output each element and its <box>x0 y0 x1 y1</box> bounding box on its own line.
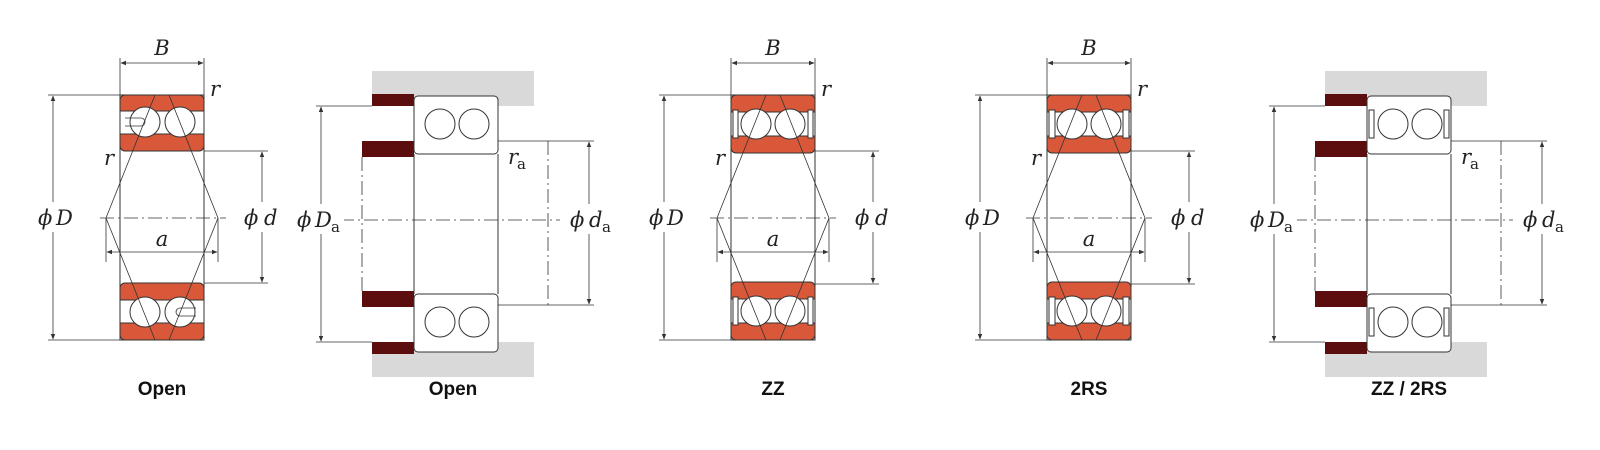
label-B: B <box>153 36 169 60</box>
label-D: D <box>666 206 684 230</box>
figure-open-bearing: B r r ϕ D ϕ d a Open <box>36 36 280 400</box>
phi-d: ϕ <box>244 206 258 230</box>
figure-zz: B r r ϕ D ϕ d a ZZ <box>647 36 891 400</box>
label-Da-sub: a <box>1284 218 1293 236</box>
label-da: d <box>1542 208 1555 232</box>
caption-open-2: Open <box>429 379 478 400</box>
label-da: d <box>589 208 602 232</box>
phi-d: ϕ <box>855 206 869 230</box>
figure-zz-2rs-mounting: ϕ D a r a ϕ d a ZZ / 2RS <box>1249 71 1569 400</box>
ball-bottom-left <box>129 296 161 328</box>
figure-2rs: B r r ϕ D ϕ d a 2RS <box>963 36 1207 400</box>
label-Da-sub: a <box>331 218 340 236</box>
label-B: B <box>764 36 780 60</box>
label-ra-sub: a <box>517 155 526 173</box>
label-ra: r <box>1461 145 1473 169</box>
shoulder-top-inner <box>362 141 414 157</box>
caption-zz-2rs: ZZ / 2RS <box>1371 379 1447 400</box>
label-r-left: r <box>104 146 116 170</box>
label-r-left: r <box>1031 146 1043 170</box>
label-d: d <box>264 206 277 230</box>
shoulder-bottom-outer <box>372 342 414 354</box>
label-Da: D <box>314 208 332 232</box>
shield-right-top <box>807 109 814 139</box>
phi-Da: ϕ <box>1250 208 1264 232</box>
label-D: D <box>55 206 73 230</box>
cage-bottom <box>175 307 196 317</box>
phi-D: ϕ <box>649 206 663 230</box>
shoulder-top-outer <box>372 94 414 106</box>
label-r-left: r <box>715 146 727 170</box>
phi-d: ϕ <box>1171 206 1185 230</box>
label-Da: D <box>1267 208 1285 232</box>
label-ra-sub: a <box>1470 155 1479 173</box>
caption-2rs: 2RS <box>1071 379 1108 400</box>
label-ra: r <box>508 145 520 169</box>
phi-da: ϕ <box>1523 208 1537 232</box>
phi-Da: ϕ <box>297 208 311 232</box>
seal-left-top <box>1048 109 1056 139</box>
shield-left-top <box>732 109 739 139</box>
label-r-top: r <box>821 77 833 101</box>
label-r-top: r <box>1137 77 1149 101</box>
figure-open-mounting: ϕ D a r a ϕ d a Open <box>296 71 616 400</box>
label-a: a <box>767 227 780 251</box>
label-da-sub: a <box>602 218 611 236</box>
label-da-sub: a <box>1555 218 1564 236</box>
phi-D: ϕ <box>965 206 979 230</box>
contact-lines <box>105 94 219 341</box>
phi-D: ϕ <box>38 206 52 230</box>
label-a: a <box>156 227 169 251</box>
label-B: B <box>1080 36 1096 60</box>
label-d: d <box>875 206 888 230</box>
label-D: D <box>982 206 1000 230</box>
phi-da: ϕ <box>570 208 584 232</box>
label-d: d <box>1191 206 1204 230</box>
caption-zz: ZZ <box>761 379 785 400</box>
seal-right-top <box>1122 109 1130 139</box>
shoulder-bottom-inner <box>362 291 414 307</box>
label-r-top: r <box>210 77 222 101</box>
label-a: a <box>1083 227 1096 251</box>
cage-top <box>125 117 146 127</box>
caption-open-1: Open <box>138 379 187 400</box>
